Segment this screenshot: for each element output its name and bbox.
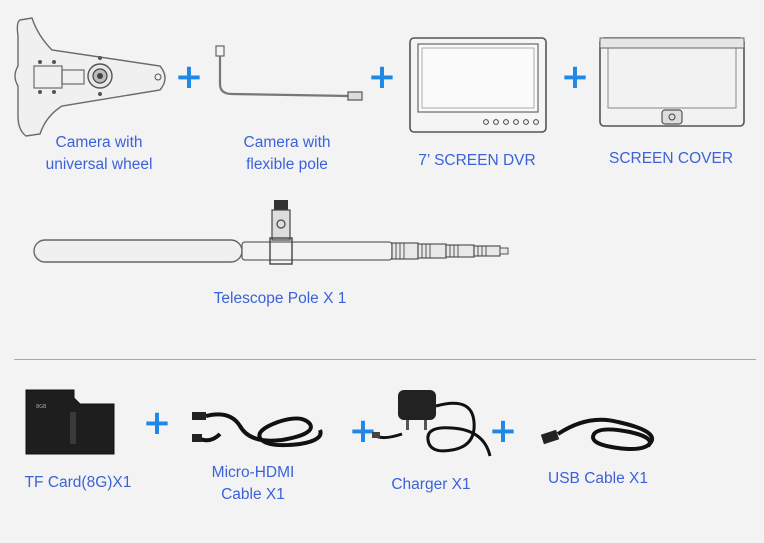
plus-icon: +	[560, 57, 590, 97]
usb-cable-image	[540, 417, 655, 451]
label-camera-wheel-1: Camera with	[55, 134, 143, 151]
label-screen-cover: SCREEN COVER	[608, 150, 734, 167]
plus-icon: +	[174, 57, 204, 97]
label-hdmi-1: Micro-HDMI	[211, 464, 295, 481]
screen-cover-image	[599, 37, 745, 127]
plus-icon: +	[488, 411, 518, 451]
telescope-pole-image	[33, 200, 509, 265]
label-charger: Charger X1	[391, 476, 471, 493]
label-telescope-pole: Telescope Pole X 1	[213, 290, 347, 307]
plus-icon: +	[367, 57, 397, 97]
label-hdmi-2: Cable X1	[221, 486, 285, 503]
svg-text:8GB: 8GB	[36, 404, 47, 410]
tf-card-image: 8GB	[25, 389, 115, 455]
label-usb: USB Cable X1	[548, 470, 648, 487]
section-divider	[14, 359, 756, 360]
label-camera-pole-1: Camera with	[243, 134, 331, 151]
label-camera-wheel-2: universal wheel	[45, 156, 153, 173]
label-tf-card: TF Card(8G)X1	[24, 474, 132, 491]
charger-image	[372, 390, 492, 457]
label-screen-dvr: 7’ SCREEN DVR	[418, 152, 536, 169]
camera-flexible-pole-image	[215, 45, 363, 101]
label-camera-pole-2: flexible pole	[246, 156, 328, 173]
hdmi-cable-image	[192, 412, 323, 448]
plus-icon: +	[348, 411, 378, 451]
screen-dvr-image	[409, 37, 547, 133]
plus-icon: +	[142, 403, 172, 443]
camera-wheel-image	[14, 17, 166, 137]
